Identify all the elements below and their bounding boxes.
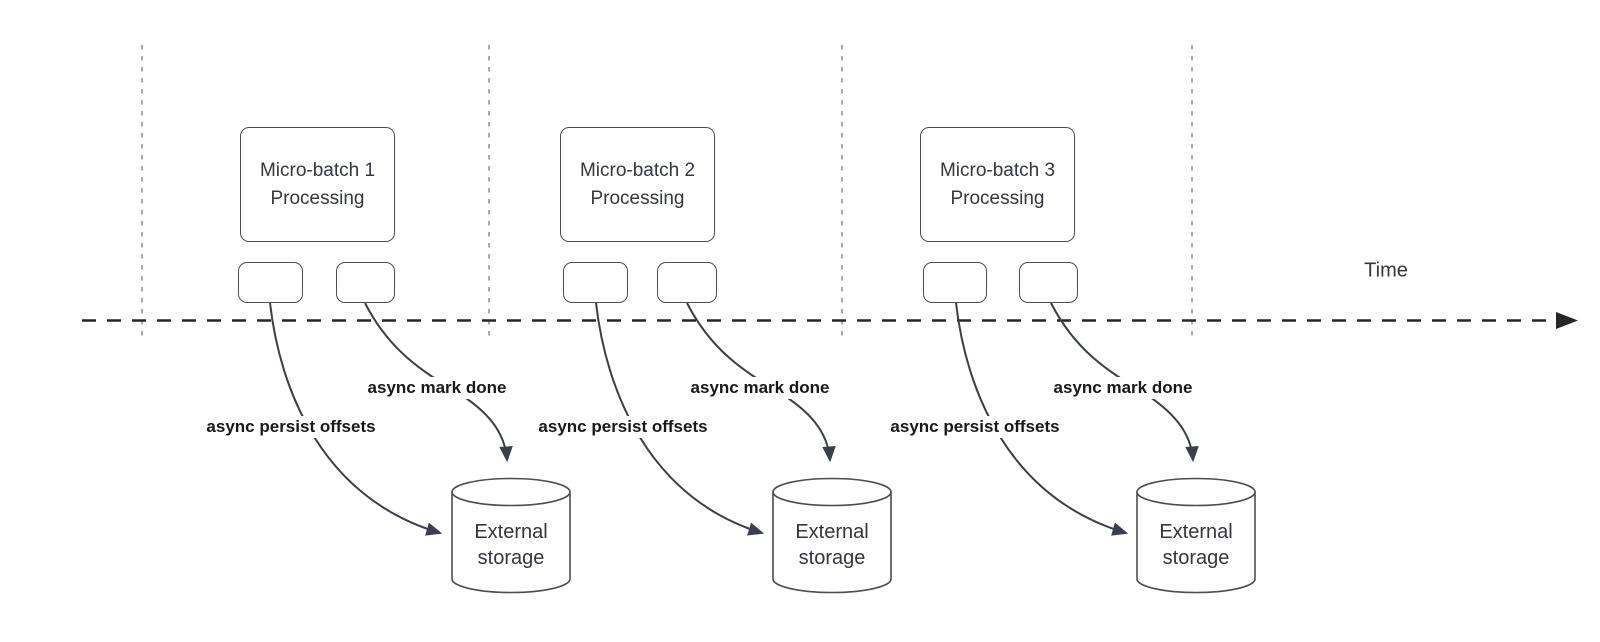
micro-batch-3-processing-box: Micro-batch 3 Processing	[920, 127, 1075, 242]
offset-task-box-3	[923, 262, 987, 303]
time-axis-label: Time	[1364, 259, 1408, 282]
external-storage-label-2: External storage	[795, 521, 869, 569]
mark-done-label-1: async mark done	[365, 377, 509, 399]
persist-offsets-label-2: async persist offsets	[536, 416, 710, 438]
mark-done-label-3: async mark done	[1051, 377, 1195, 399]
commit-task-box-3	[1019, 262, 1078, 303]
offset-task-box-2	[563, 262, 628, 303]
micro-batch-2-processing-box: Micro-batch 2 Processing	[560, 127, 715, 242]
external-storage-label-1: External storage	[474, 521, 548, 569]
persist-offsets-label-1: async persist offsets	[204, 416, 378, 438]
time-axis-arrowhead-icon	[1556, 312, 1578, 329]
external-storage-cylinder-2	[772, 477, 892, 594]
external-storage-cylinder-3	[1136, 477, 1256, 594]
commit-task-box-2	[657, 262, 717, 303]
offset-task-box-1	[238, 262, 303, 303]
mark-done-label-2: async mark done	[688, 377, 832, 399]
micro-batch-1-processing-box: Micro-batch 1 Processing	[240, 127, 395, 242]
commit-task-box-1	[336, 262, 395, 303]
external-storage-cylinder-1	[451, 477, 571, 594]
persist-offsets-label-3: async persist offsets	[888, 416, 1062, 438]
external-storage-label-3: External storage	[1159, 521, 1233, 569]
